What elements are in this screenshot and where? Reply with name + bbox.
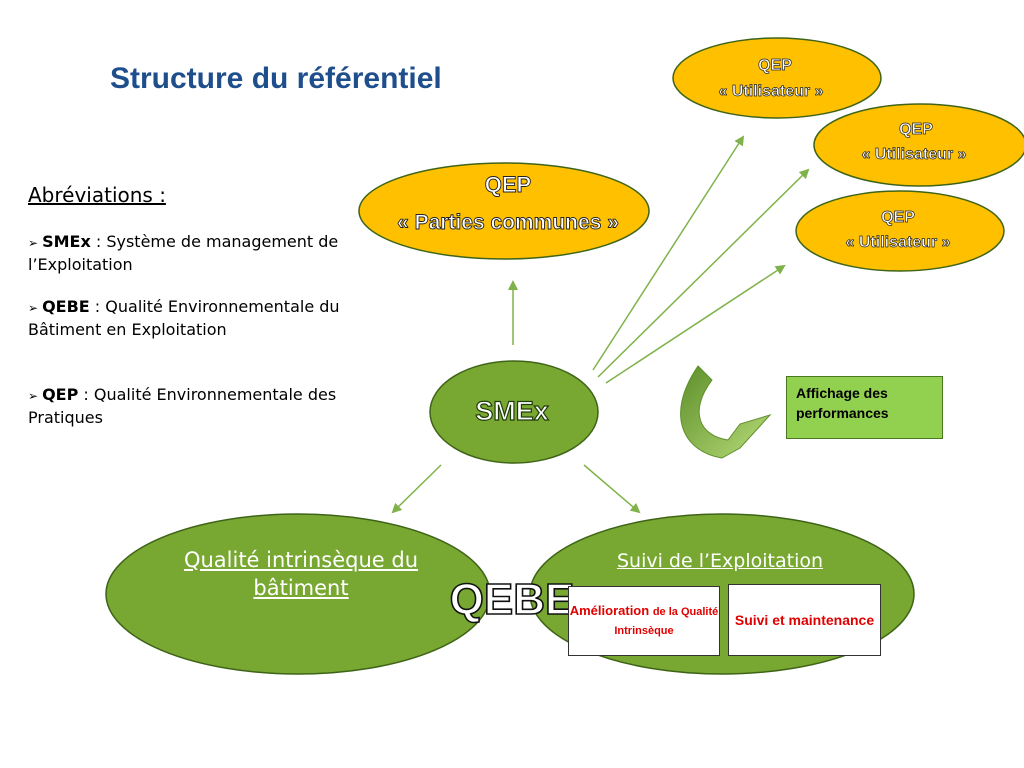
abbreviation-definition: : Système de management de l’Exploitatio… bbox=[28, 232, 339, 274]
qualite-intrinseque-ellipse bbox=[105, 513, 491, 675]
qep-utilisateur-3-line1: QEP bbox=[881, 209, 915, 226]
suivi-maintenance-label: Suivi et maintenance bbox=[734, 612, 875, 628]
abbreviation-qep: ➢QEP : Qualité Environnementale des Prat… bbox=[28, 384, 348, 429]
qep-utilisateur-ellipse-2 bbox=[813, 103, 1024, 187]
smex-label: SMEx bbox=[475, 396, 549, 426]
page-title: Structure du référentiel bbox=[110, 62, 442, 95]
qebe-label: QEBE bbox=[450, 575, 575, 624]
qep-utilisateur-2-line2: « Utilisateur » bbox=[862, 146, 967, 163]
amelioration-rest: de la Qualité Intrinsèque bbox=[614, 606, 719, 637]
curved-arrow bbox=[680, 365, 772, 459]
qep-parties-communes-line2: « Parties communes » bbox=[397, 211, 619, 234]
qep-utilisateur-1-line2: « Utilisateur » bbox=[719, 83, 824, 100]
qep-utilisateur-ellipse-1 bbox=[672, 37, 882, 119]
arrow-smex-to-qep-utilisateur-3 bbox=[605, 264, 786, 384]
qep-utilisateur-1-line1: QEP bbox=[758, 57, 792, 74]
amelioration-main: Amélioration bbox=[569, 603, 650, 618]
amelioration-box: Amélioration de la Qualité Intrinsèque bbox=[568, 586, 720, 656]
qep-utilisateur-2-line1: QEP bbox=[899, 121, 933, 138]
qep-utilisateur-3-line2: « Utilisateur » bbox=[846, 234, 951, 251]
qep-utilisateur-ellipse-3 bbox=[795, 190, 1005, 272]
abbreviation-term: SMEx bbox=[42, 232, 91, 251]
abbreviation-term: QEBE bbox=[42, 297, 90, 316]
arrow-smex-to-qualite bbox=[391, 464, 442, 514]
qep-parties-communes-line1: QEP bbox=[485, 172, 531, 197]
abbreviation-definition: : Qualité Environnementale du Bâtiment e… bbox=[28, 297, 340, 339]
arrow-smex-to-suivi bbox=[583, 464, 641, 514]
abbreviation-definition: : Qualité Environnementale des Pratiques bbox=[28, 385, 337, 427]
arrow-smex-to-qep-utilisateur-1 bbox=[592, 135, 745, 371]
arrow-smex-to-qep-utilisateur-2 bbox=[597, 168, 810, 378]
bullet-arrow-icon: ➢ bbox=[28, 236, 39, 250]
affichage-performances-box: Affichage des performances bbox=[786, 376, 943, 439]
suivi-exploitation-label: Suivi de l’Exploitation bbox=[616, 550, 824, 572]
abbreviation-term: QEP bbox=[42, 385, 79, 404]
smex-ellipse bbox=[429, 360, 599, 464]
suivi-maintenance-box: Suivi et maintenance bbox=[728, 584, 881, 656]
abbreviation-qebe: ➢QEBE : Qualité Environnementale du Bâti… bbox=[28, 296, 348, 341]
abbreviation-smex: ➢SMEx : Système de management de l’Explo… bbox=[28, 231, 348, 276]
abbreviations-heading: Abréviations : bbox=[28, 183, 166, 207]
bullet-arrow-icon: ➢ bbox=[28, 301, 39, 315]
qep-parties-communes-ellipse bbox=[358, 162, 650, 260]
qualite-intrinseque-label: Qualité intrinsèque du bâtiment bbox=[183, 548, 419, 600]
bullet-arrow-icon: ➢ bbox=[28, 389, 39, 403]
